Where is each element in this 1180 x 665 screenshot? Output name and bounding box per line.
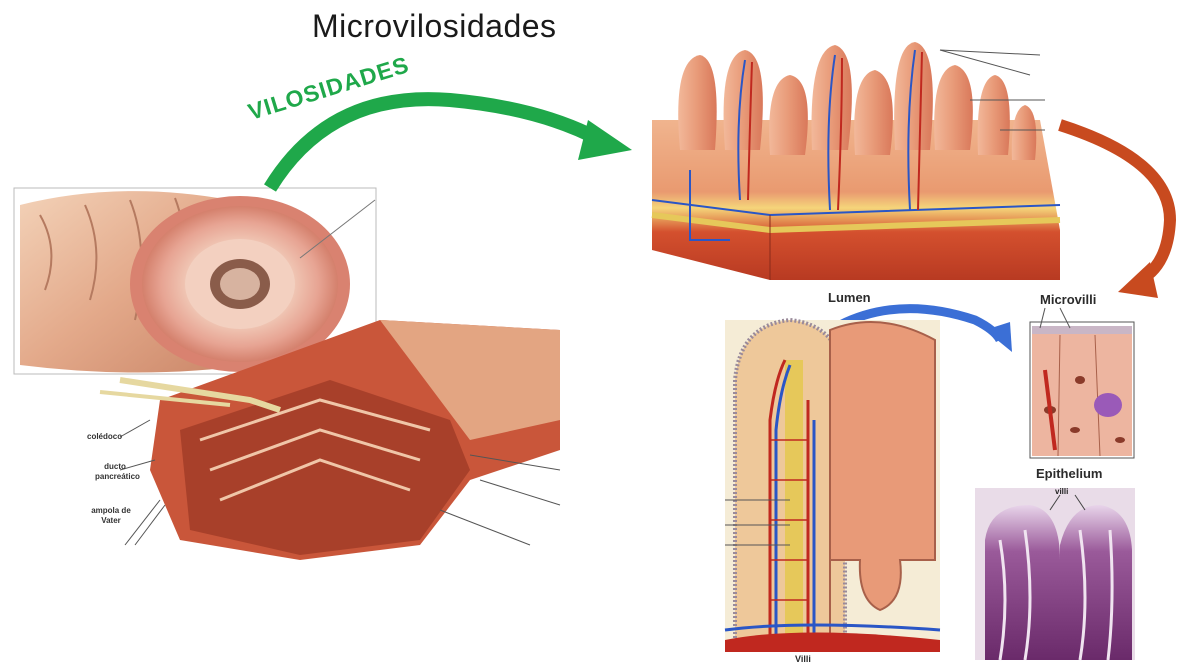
villi-tissue-block xyxy=(652,42,1060,280)
histology-villi-image xyxy=(975,488,1135,660)
coledoco-label: colédoco xyxy=(87,432,122,441)
lumen-label: Lumen xyxy=(828,290,871,305)
ducto-pancreatico-label: ducto pancreático xyxy=(95,462,135,482)
histology-villi-label: villi xyxy=(1055,487,1068,496)
vilosidades-arrow xyxy=(270,99,632,188)
epithelium-cells-illustration xyxy=(1030,308,1134,458)
microvilli-label: Microvilli xyxy=(1040,292,1096,307)
microvilli-arrow xyxy=(1060,125,1170,298)
villi-label: Villi xyxy=(795,654,811,664)
villus-cross-section xyxy=(725,320,940,652)
epithelium-label: Epithelium xyxy=(1036,466,1102,481)
ampola-de-vater-label: ampola de Vater xyxy=(85,506,137,526)
